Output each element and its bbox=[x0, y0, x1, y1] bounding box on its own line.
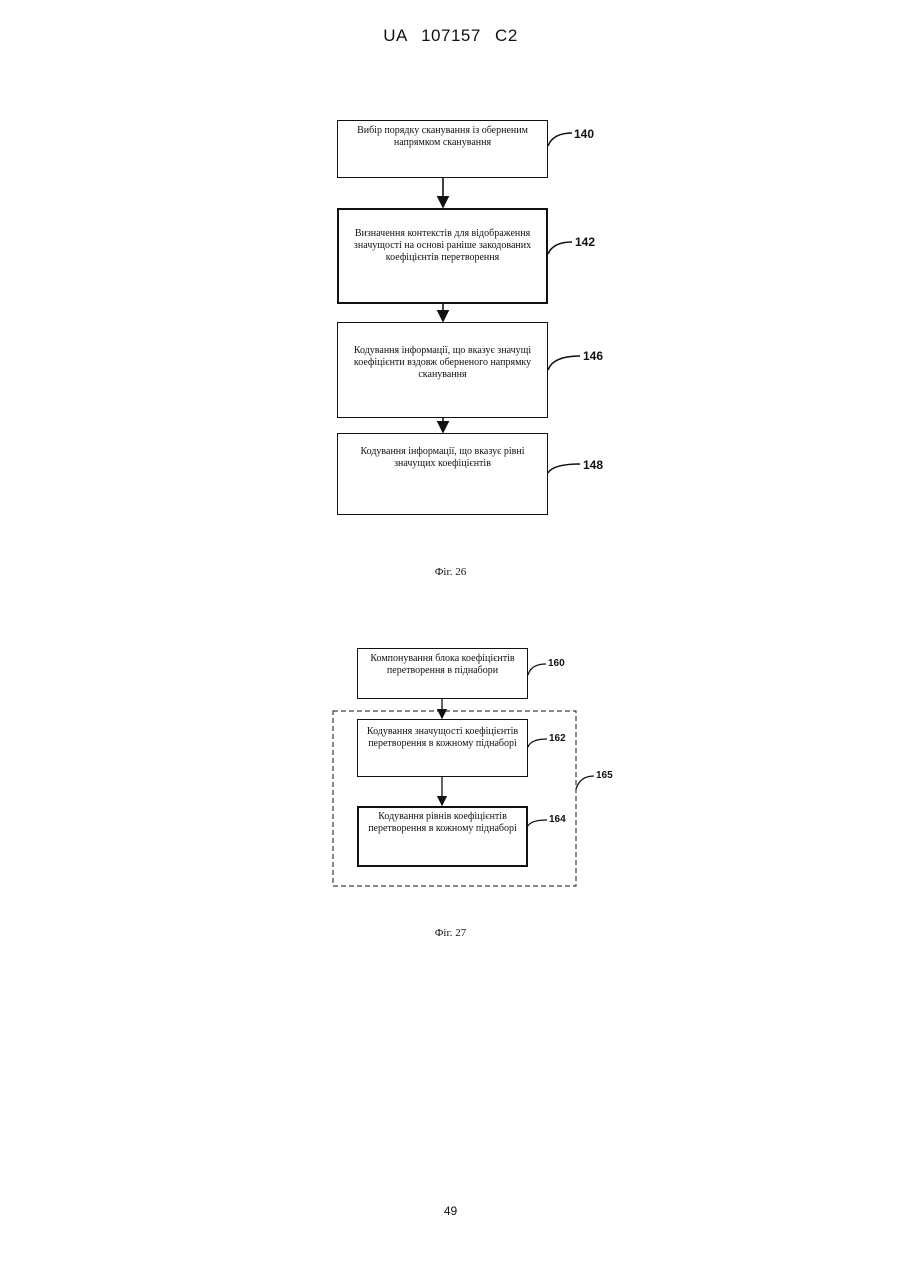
leader-142 bbox=[548, 242, 572, 254]
step-140-text: Вибір порядку сканування із оберненим на… bbox=[338, 125, 547, 149]
step-146-box: Кодування інформації, що вказує значущі … bbox=[337, 322, 548, 418]
step-160-text: Компонування блока коефіцієнтів перетвор… bbox=[358, 653, 527, 677]
ref-162: 162 bbox=[549, 733, 566, 744]
leader-160 bbox=[528, 664, 546, 675]
step-148-text: Кодування інформації, що вказує рівні зн… bbox=[338, 446, 547, 470]
page-number: 49 bbox=[0, 1204, 901, 1218]
leader-162 bbox=[528, 739, 547, 747]
leader-146 bbox=[548, 356, 580, 370]
step-140-box: Вибір порядку сканування із оберненим на… bbox=[337, 120, 548, 178]
leader-140 bbox=[548, 133, 572, 146]
figure-26-caption: Фіг. 26 bbox=[0, 566, 901, 578]
ref-146: 146 bbox=[583, 349, 603, 363]
ref-148: 148 bbox=[583, 458, 603, 472]
ref-142: 142 bbox=[575, 235, 595, 249]
leader-148 bbox=[548, 464, 580, 473]
step-160-box: Компонування блока коефіцієнтів перетвор… bbox=[357, 648, 528, 699]
leader-164 bbox=[528, 820, 547, 826]
step-164-box: Кодування рівнів коефіцієнтів перетворен… bbox=[357, 806, 528, 867]
step-148-box: Кодування інформації, що вказує рівні зн… bbox=[337, 433, 548, 515]
step-164-text: Кодування рівнів коефіцієнтів перетворен… bbox=[359, 811, 526, 835]
figure-27-caption: Фіг. 27 bbox=[0, 927, 901, 939]
step-162-box: Кодування значущості коефіцієнтів перетв… bbox=[357, 719, 528, 777]
leader-165 bbox=[576, 776, 594, 789]
ref-140: 140 bbox=[574, 127, 594, 141]
step-162-text: Кодування значущості коефіцієнтів перетв… bbox=[358, 726, 527, 750]
ref-164: 164 bbox=[549, 814, 566, 825]
step-142-text: Визначення контекстів для відображення з… bbox=[339, 228, 546, 264]
step-146-text: Кодування інформації, що вказує значущі … bbox=[338, 345, 547, 381]
ref-165: 165 bbox=[596, 770, 613, 781]
ref-160: 160 bbox=[548, 658, 565, 669]
step-142-box: Визначення контекстів для відображення з… bbox=[337, 208, 548, 304]
